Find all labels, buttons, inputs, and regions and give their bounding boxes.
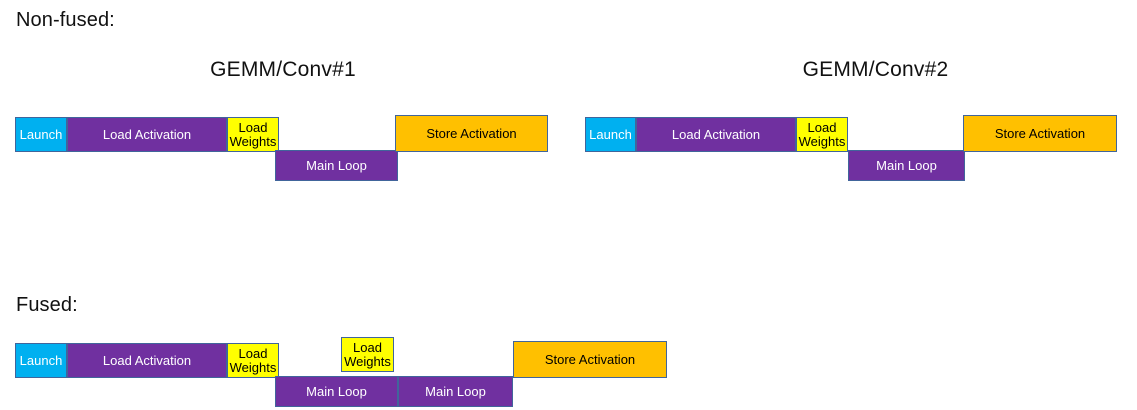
- bar-label-load-weights-line2: Weights: [798, 133, 846, 149]
- bar-main-loop-fused-1[interactable]: Main Loop: [275, 376, 398, 407]
- bar-label-launch: Launch: [589, 126, 632, 142]
- bar-label-load-weights-line2: Weights: [344, 353, 391, 369]
- bar-label-main-loop: Main Loop: [306, 157, 367, 173]
- section-label-fused: Fused:: [16, 294, 78, 316]
- bar-label-load-weights-line1: Load: [353, 339, 382, 355]
- bar-launch-fused[interactable]: Launch: [15, 343, 67, 378]
- bar-main-loop-gemm1[interactable]: Main Loop: [275, 150, 398, 181]
- bar-label-load-weights-line2: Weights: [229, 359, 277, 375]
- bar-load-activation-gemm2[interactable]: Load Activation: [636, 117, 796, 152]
- bar-label-launch: Launch: [19, 352, 63, 368]
- bar-label-main-loop: Main Loop: [876, 157, 937, 173]
- bar-label-load-weights-line1: Load: [238, 345, 268, 361]
- bar-label-main-loop: Main Loop: [425, 383, 486, 399]
- group-title-gemm-conv-1: GEMM/Conv#1: [210, 58, 356, 81]
- bar-load-activation-fused[interactable]: Load Activation: [67, 343, 227, 378]
- bar-launch-gemm1[interactable]: Launch: [15, 117, 67, 152]
- bar-label-load-activation: Load Activation: [671, 126, 761, 142]
- section-label-non-fused: Non-fused:: [16, 9, 115, 31]
- bar-label-launch: Launch: [19, 126, 63, 142]
- bar-load-weights-fused-1[interactable]: Load Weights: [227, 343, 279, 378]
- bar-load-activation-gemm1[interactable]: Load Activation: [67, 117, 227, 152]
- bar-label-load-weights-line1: Load: [807, 119, 837, 135]
- bar-launch-gemm2[interactable]: Launch: [585, 117, 636, 152]
- bar-label-load-activation: Load Activation: [102, 126, 192, 142]
- bar-main-loop-fused-2[interactable]: Main Loop: [398, 376, 513, 407]
- bar-main-loop-gemm2[interactable]: Main Loop: [848, 150, 965, 181]
- bar-label-store-activation: Store Activation: [994, 125, 1086, 141]
- bar-load-weights-fused-2[interactable]: Load Weights: [341, 337, 394, 372]
- bar-label-main-loop: Main Loop: [306, 383, 367, 399]
- bar-load-weights-gemm2[interactable]: Load Weights: [796, 117, 848, 152]
- bar-label-store-activation: Store Activation: [544, 351, 636, 367]
- bar-label-load-activation: Load Activation: [102, 352, 192, 368]
- bar-label-load-weights-line2: Weights: [229, 133, 277, 149]
- bar-label-store-activation: Store Activation: [426, 125, 517, 141]
- bar-load-weights-gemm1[interactable]: Load Weights: [227, 117, 279, 152]
- bar-store-activation-gemm1[interactable]: Store Activation: [395, 115, 548, 152]
- group-title-gemm-conv-2: GEMM/Conv#2: [802, 58, 949, 81]
- bar-store-activation-fused[interactable]: Store Activation: [513, 341, 667, 378]
- bar-store-activation-gemm2[interactable]: Store Activation: [963, 115, 1117, 152]
- bar-label-load-weights-line1: Load: [238, 119, 268, 135]
